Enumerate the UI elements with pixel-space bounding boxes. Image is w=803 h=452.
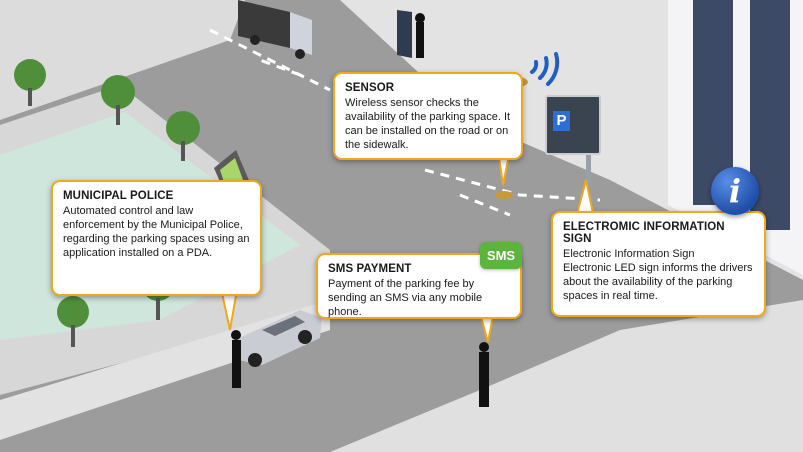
municipal-police-title: MUNICIPAL POLICE [63, 190, 174, 202]
sidewalk-top-left [0, 0, 245, 120]
municipal-police-callout: MUNICIPAL POLICE Automated control and l… [51, 180, 262, 296]
road-sensor [495, 191, 513, 199]
car [235, 310, 322, 367]
parking-lines [209, 28, 601, 217]
sensor-description: Wireless sensor checks the availability … [345, 97, 511, 151]
people [231, 330, 489, 407]
sms-payment-description: Payment of the parking fee by sending an… [328, 278, 483, 318]
sensor-title: SENSOR [345, 82, 395, 94]
information-sign-description: Electronic Information Sign Electronic L… [563, 247, 754, 303]
parking-p-icon: P [553, 111, 570, 131]
information-sign-line2: Electronic LED sign informs the drivers … [563, 262, 753, 302]
sensor-callout: SENSOR Wireless sensor checks the availa… [333, 72, 523, 160]
wireless-signal-icon [530, 52, 560, 86]
payment-kiosk [397, 10, 425, 58]
info-icon: i [711, 167, 759, 215]
municipal-police-description: Automated control and law enforcement by… [63, 205, 250, 259]
sms-payment-title: SMS PAYMENT [328, 263, 412, 275]
truck [238, 0, 312, 59]
information-sign-callout: ELECTROMIC INFORMATION SIGN Electronic I… [551, 211, 766, 317]
sign-pole [586, 148, 591, 188]
information-sign-line1: Electronic Information Sign [563, 248, 695, 260]
sidewalk-bottom-right [330, 300, 803, 452]
sms-badge-icon: SMS [480, 242, 522, 269]
parking-info-sign: P [545, 95, 601, 155]
information-sign-title: ELECTROMIC INFORMATION SIGN [563, 221, 725, 245]
